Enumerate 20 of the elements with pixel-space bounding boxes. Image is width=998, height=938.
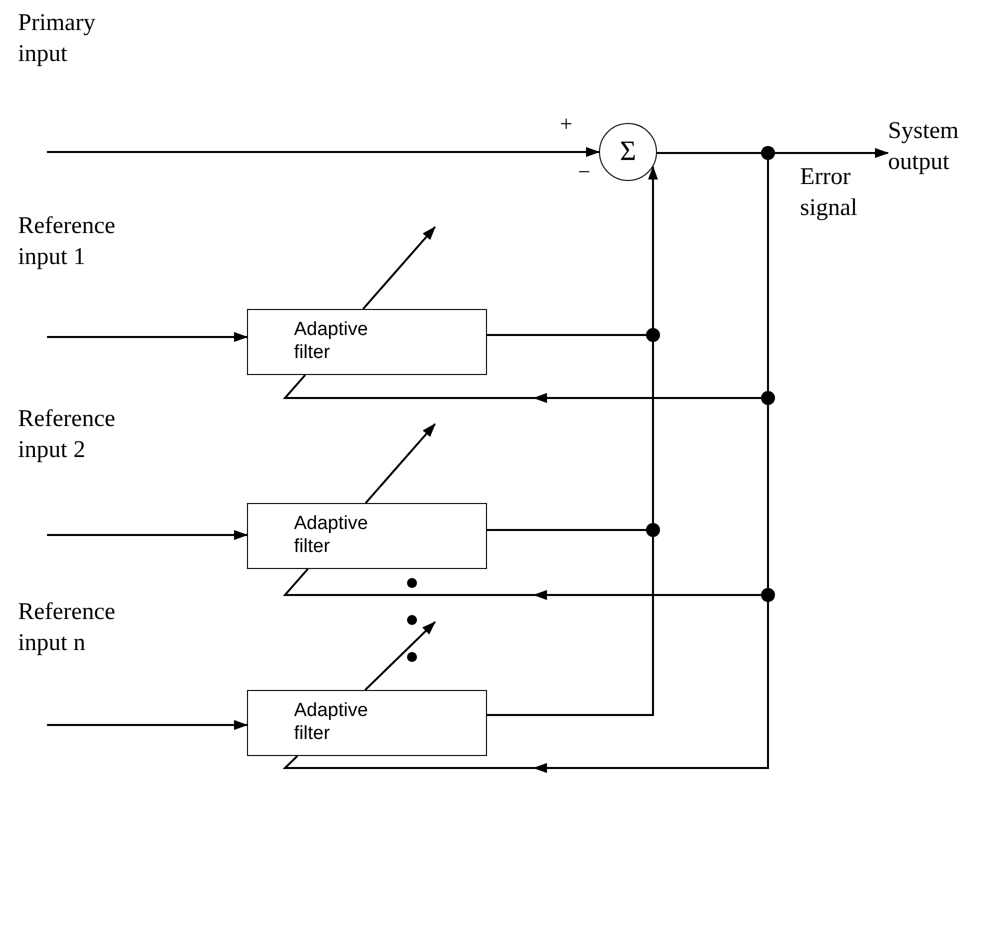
filter-block (247, 503, 487, 569)
filter-block (247, 690, 487, 756)
junction-dot (646, 523, 660, 537)
junction-dot (761, 588, 775, 602)
sign-label: + (560, 112, 572, 136)
signal-label: Primary input (18, 9, 96, 69)
block-label: Adaptive filter (294, 512, 369, 558)
filter-block (247, 309, 487, 375)
signal-label: Reference input n (18, 598, 116, 658)
sign-label: − (578, 160, 590, 184)
junction-dot (761, 391, 775, 405)
signal-label: Reference input 1 (18, 212, 116, 272)
junction-dot (646, 328, 660, 342)
signal-label: System output (888, 117, 960, 177)
sum-symbol: Σ (620, 137, 636, 167)
signal-label: Error signal (800, 163, 858, 223)
junction-dot (761, 146, 775, 160)
signal-label: Reference input 2 (18, 405, 116, 465)
block-label: Adaptive filter (294, 318, 369, 364)
block-label: Adaptive filter (294, 699, 369, 745)
